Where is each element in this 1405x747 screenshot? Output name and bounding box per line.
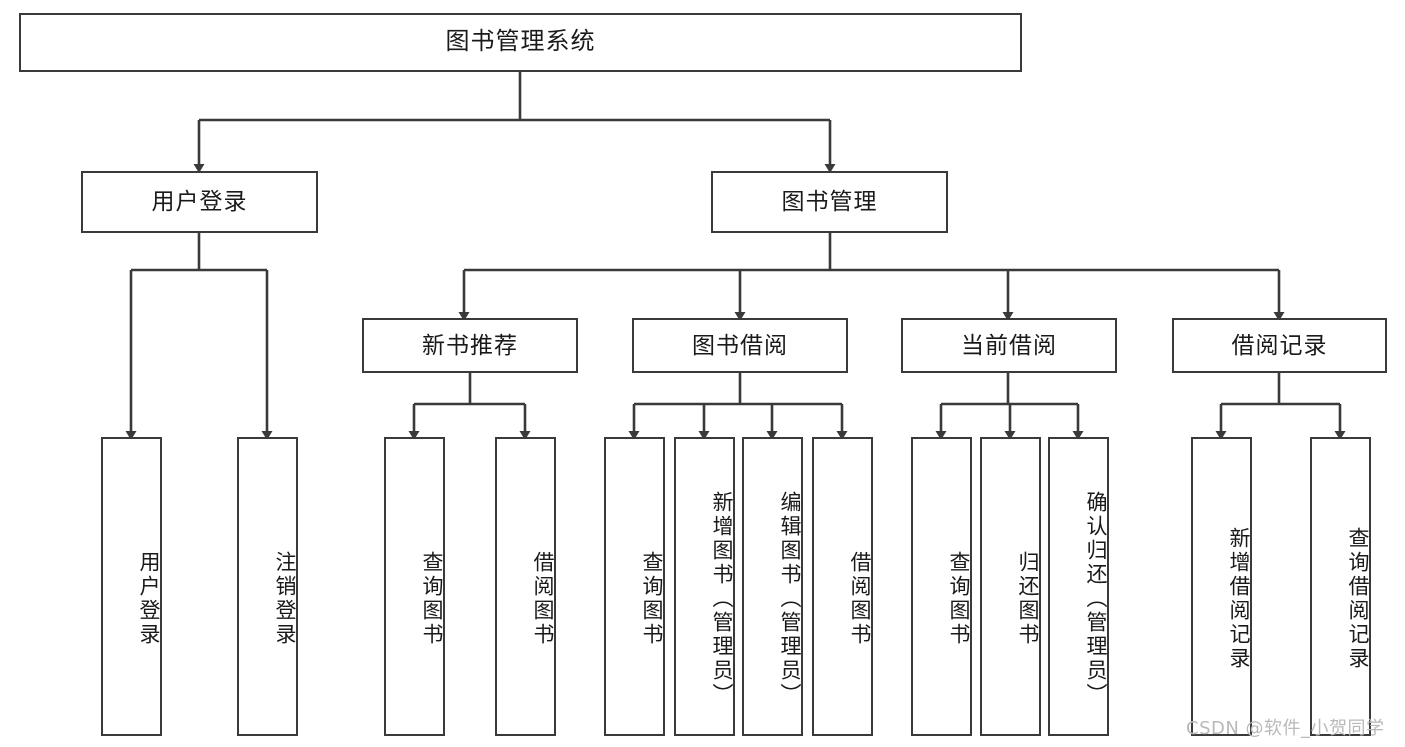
node-label: 借阅图书	[531, 550, 554, 647]
node-label: 新书推荐	[422, 331, 518, 358]
node-current-borrow[interactable]: 当前借阅	[901, 318, 1117, 373]
leaf-record-add-record[interactable]: 新增借阅记录	[1191, 437, 1252, 736]
node-label: 确认归还（管理员）	[1084, 490, 1107, 707]
node-label: 图书管理	[781, 188, 878, 215]
node-label: 借阅记录	[1231, 331, 1328, 358]
node-label: 查询图书	[640, 550, 663, 647]
node-label: 图书借阅	[692, 331, 788, 358]
leaf-recommend-borrow-book[interactable]: 借阅图书	[495, 437, 556, 736]
node-label: 查询图书	[947, 550, 970, 647]
leaf-borrow-borrow-book[interactable]: 借阅图书	[812, 437, 873, 736]
leaf-current-query-book[interactable]: 查询图书	[911, 437, 972, 736]
leaf-borrow-edit-book-admin[interactable]: 编辑图书（管理员）	[742, 437, 803, 736]
node-label: 归还图书	[1016, 550, 1039, 647]
node-user-login[interactable]: 用户登录	[81, 171, 318, 233]
leaf-borrow-add-book-admin[interactable]: 新增图书（管理员）	[674, 437, 735, 736]
node-label: 注销登录	[273, 550, 296, 647]
node-label: 查询借阅记录	[1346, 526, 1369, 671]
node-label: 当前借阅	[961, 331, 1057, 358]
node-label: 查询图书	[420, 550, 443, 647]
node-root-book-management-system[interactable]: 图书管理系统	[19, 13, 1022, 72]
node-label: 新增图书（管理员）	[710, 490, 733, 707]
leaf-user-login-login[interactable]: 用户登录	[101, 437, 162, 736]
node-label: 用户登录	[137, 550, 160, 647]
leaf-current-return-book[interactable]: 归还图书	[980, 437, 1041, 736]
leaf-user-login-logout[interactable]: 注销登录	[237, 437, 298, 736]
watermark: CSDN @软件_小贺同学	[1186, 718, 1385, 739]
node-borrow-record[interactable]: 借阅记录	[1172, 318, 1387, 373]
leaf-recommend-query-book[interactable]: 查询图书	[384, 437, 445, 736]
node-label: 用户登录	[151, 188, 248, 215]
node-new-book-recommend[interactable]: 新书推荐	[362, 318, 578, 373]
node-label: 新增借阅记录	[1227, 526, 1250, 671]
node-book-management[interactable]: 图书管理	[711, 171, 948, 233]
node-book-borrow[interactable]: 图书借阅	[632, 318, 848, 373]
leaf-record-query-record[interactable]: 查询借阅记录	[1310, 437, 1371, 736]
node-label: 图书管理系统	[445, 28, 596, 56]
leaf-current-confirm-return-admin[interactable]: 确认归还（管理员）	[1048, 437, 1109, 736]
node-label: 借阅图书	[848, 550, 871, 647]
leaf-borrow-query-book[interactable]: 查询图书	[604, 437, 665, 736]
node-label: 编辑图书（管理员）	[778, 490, 801, 707]
